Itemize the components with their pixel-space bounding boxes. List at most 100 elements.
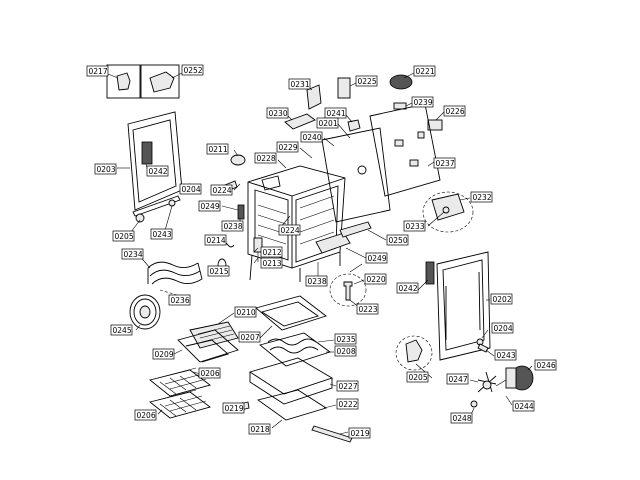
callout-box [336, 380, 359, 392]
callout-l0221: 0221 [413, 65, 436, 77]
part-number-label: 0201 [319, 119, 338, 128]
callout-l0240: 0240 [300, 131, 323, 143]
part-0201-rear-wall [321, 127, 391, 223]
part-cavity-top-edge [291, 177, 346, 197]
callout-box [355, 75, 378, 87]
part-0226-plate [427, 119, 443, 131]
callout-l0248: 0248 [450, 412, 473, 424]
callout-box [134, 409, 157, 421]
part-number-label: 0234 [124, 250, 143, 259]
part-number-label: 0218 [251, 425, 270, 434]
part-0234-element [147, 261, 203, 285]
callout-box [336, 398, 359, 410]
top-center-parts [284, 74, 443, 132]
callout-l0225: 0225 [355, 75, 378, 87]
callout-box [222, 402, 245, 414]
part-number-label: 0209 [155, 350, 174, 359]
leader-0244 [505, 395, 513, 406]
callout-l0214: 0214 [204, 234, 227, 246]
leader-0213 [253, 257, 259, 264]
callout-box [534, 359, 557, 371]
callout-box [450, 412, 473, 424]
callout-box [334, 345, 357, 357]
hinge-0205-assembly [395, 335, 433, 371]
callout-box [198, 200, 221, 212]
leader-0217 [107, 73, 119, 79]
leader-0220 [353, 279, 365, 285]
callout-box [110, 324, 133, 336]
part-number-label: 0223 [359, 305, 378, 314]
callout-l0217: 0217 [86, 65, 109, 77]
callout-l0211: 0211 [206, 143, 229, 155]
part-number-label: 0250 [389, 236, 408, 245]
callout-box [238, 331, 261, 343]
callout-box [260, 257, 283, 269]
part-number-label: 0237 [436, 159, 455, 168]
leader-0243b [485, 349, 495, 357]
part-number-label: 0206 [137, 411, 156, 420]
convection-motor-assembly [470, 365, 534, 408]
callout-l0237: 0237 [433, 157, 456, 169]
part-number-label: 0243 [153, 230, 172, 239]
part-number-label: 0249 [201, 202, 220, 211]
leader-0249b [345, 247, 367, 259]
part-number-label: 0219 [225, 404, 244, 413]
callout-l0242a: 0242 [146, 165, 169, 177]
part-number-label: 0230 [269, 109, 288, 118]
leader-0237 [427, 161, 435, 167]
part-number-label: 0203 [97, 165, 116, 174]
callout-box [491, 322, 514, 334]
leader-0232 [459, 197, 471, 201]
callout-l0218: 0218 [248, 423, 271, 435]
drawer-stack [239, 295, 353, 443]
leader-0250 [367, 229, 387, 241]
callout-box [470, 191, 493, 203]
part-0227-panel [248, 357, 334, 395]
callout-l0235: 0235 [334, 333, 357, 345]
part-number-label: 0224 [281, 226, 300, 235]
part-number-label: 0228 [257, 154, 276, 163]
part-number-label: 0246 [537, 361, 556, 370]
oven-cavity-assembly [224, 154, 372, 282]
part-number-label: 0219 [351, 429, 370, 438]
callout-l0232: 0232 [470, 191, 493, 203]
part-0207-cover [255, 295, 327, 331]
leader-0246 [527, 365, 533, 371]
part-number-label: 0222 [339, 400, 358, 409]
part-rear-fan-hole [357, 165, 367, 175]
part-0249-bracket [315, 232, 351, 254]
part-number-label: 0211 [209, 145, 228, 154]
callout-l0242b: 0242 [396, 282, 419, 294]
callout-box [206, 143, 229, 155]
part-number-label: 0206 [201, 369, 220, 378]
part-0217-frame [106, 64, 141, 99]
part-number-label: 0244 [515, 402, 534, 411]
callout-l0204a: 0204 [179, 183, 202, 195]
part-number-label: 0229 [279, 143, 298, 152]
callout-l0227: 0227 [336, 380, 359, 392]
bake-element-assembly [147, 261, 203, 297]
part-0242-hinge-right [425, 261, 435, 285]
convection-guard-assembly [422, 191, 474, 233]
part-0245-outer [129, 294, 161, 330]
callout-box [146, 165, 169, 177]
part-number-label: 0247 [449, 375, 468, 384]
callout-box [179, 183, 202, 195]
callout-l0247: 0247 [446, 373, 469, 385]
callout-l0209: 0209 [152, 348, 175, 360]
callout-box [168, 294, 191, 306]
part-0234-ends [147, 262, 203, 284]
leader-0207 [259, 325, 273, 339]
part-0230-plate [284, 113, 316, 130]
part-number-label: 0233 [406, 222, 425, 231]
part-number-label: 0243 [497, 351, 516, 360]
callout-box [356, 303, 379, 315]
part-0211-lamp-socket [230, 154, 246, 166]
part-number-label: 0245 [113, 326, 132, 335]
leader-0241 [345, 114, 353, 123]
part-0223-screw [343, 281, 353, 301]
callout-box [490, 293, 513, 305]
